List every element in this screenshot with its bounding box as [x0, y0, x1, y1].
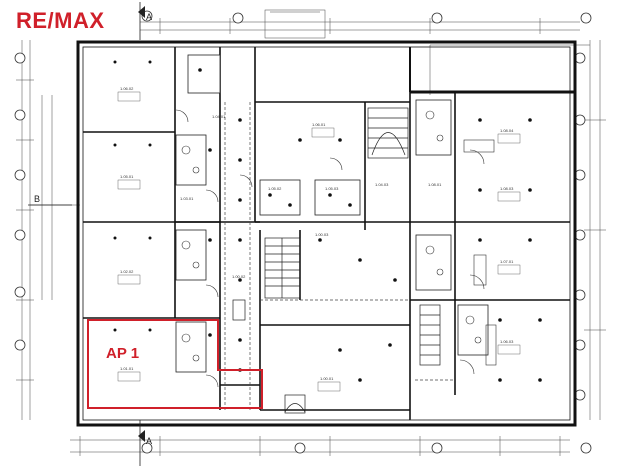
- remax-logo: RE/MAX: [16, 8, 105, 33]
- section-a-bottom-label: A: [146, 436, 152, 446]
- room-labels: 1.06.02 1.04.01 1.05.01 1.03.01 1.02.02 …: [120, 86, 514, 381]
- dimension-lines-bottom: [70, 436, 570, 456]
- room-label: 1.06.03: [500, 339, 514, 344]
- electric-symbols: [113, 60, 542, 382]
- dashed-lines: [224, 102, 560, 421]
- room-label: 1.05.01: [120, 174, 134, 179]
- outer-walls: [76, 40, 577, 427]
- dimension-lines-right: [429, 40, 606, 420]
- room-label: 1.05.03: [325, 186, 339, 191]
- room-label: 1.00.03: [315, 232, 329, 237]
- dimension-lines-top: [140, 9, 580, 39]
- room-label: 1.07.01: [500, 259, 514, 264]
- room-label: 1.06.01: [312, 122, 326, 127]
- room-label: 1.00.01: [320, 376, 334, 381]
- room-label: 1.06.02: [120, 86, 134, 91]
- grid-markers-left: [14, 52, 26, 351]
- room-label: 1.00.02: [232, 274, 246, 279]
- room-tags: [117, 91, 521, 392]
- room-label: 1.04.01: [212, 114, 226, 119]
- stairs: [232, 107, 441, 414]
- grid-markers-bottom: [141, 442, 592, 454]
- room-label: 1.08.04: [500, 128, 514, 133]
- door-swings: [175, 109, 485, 388]
- room-label: 1.08.01: [428, 182, 442, 187]
- grid-markers-top: [141, 10, 592, 24]
- apartment-label: AP 1: [106, 345, 140, 362]
- section-markers: A A B: [28, 2, 152, 466]
- room-label: 1.08.03: [500, 186, 514, 191]
- room-label: 1.04.03: [375, 182, 389, 187]
- ap1-outline: [87, 319, 263, 409]
- room-label: 1.01.01: [120, 366, 134, 371]
- interior-walls: [83, 47, 570, 420]
- room-label: 1.02.02: [120, 269, 134, 274]
- bathroom-cores: [175, 54, 489, 373]
- section-b-label: B: [34, 194, 40, 204]
- section-a-top-label: A: [146, 12, 152, 22]
- dimension-lines-left: [16, 40, 80, 420]
- fixtures: [181, 110, 497, 366]
- room-label: 1.03.01: [180, 196, 194, 201]
- room-label: 1.05.02: [268, 186, 282, 191]
